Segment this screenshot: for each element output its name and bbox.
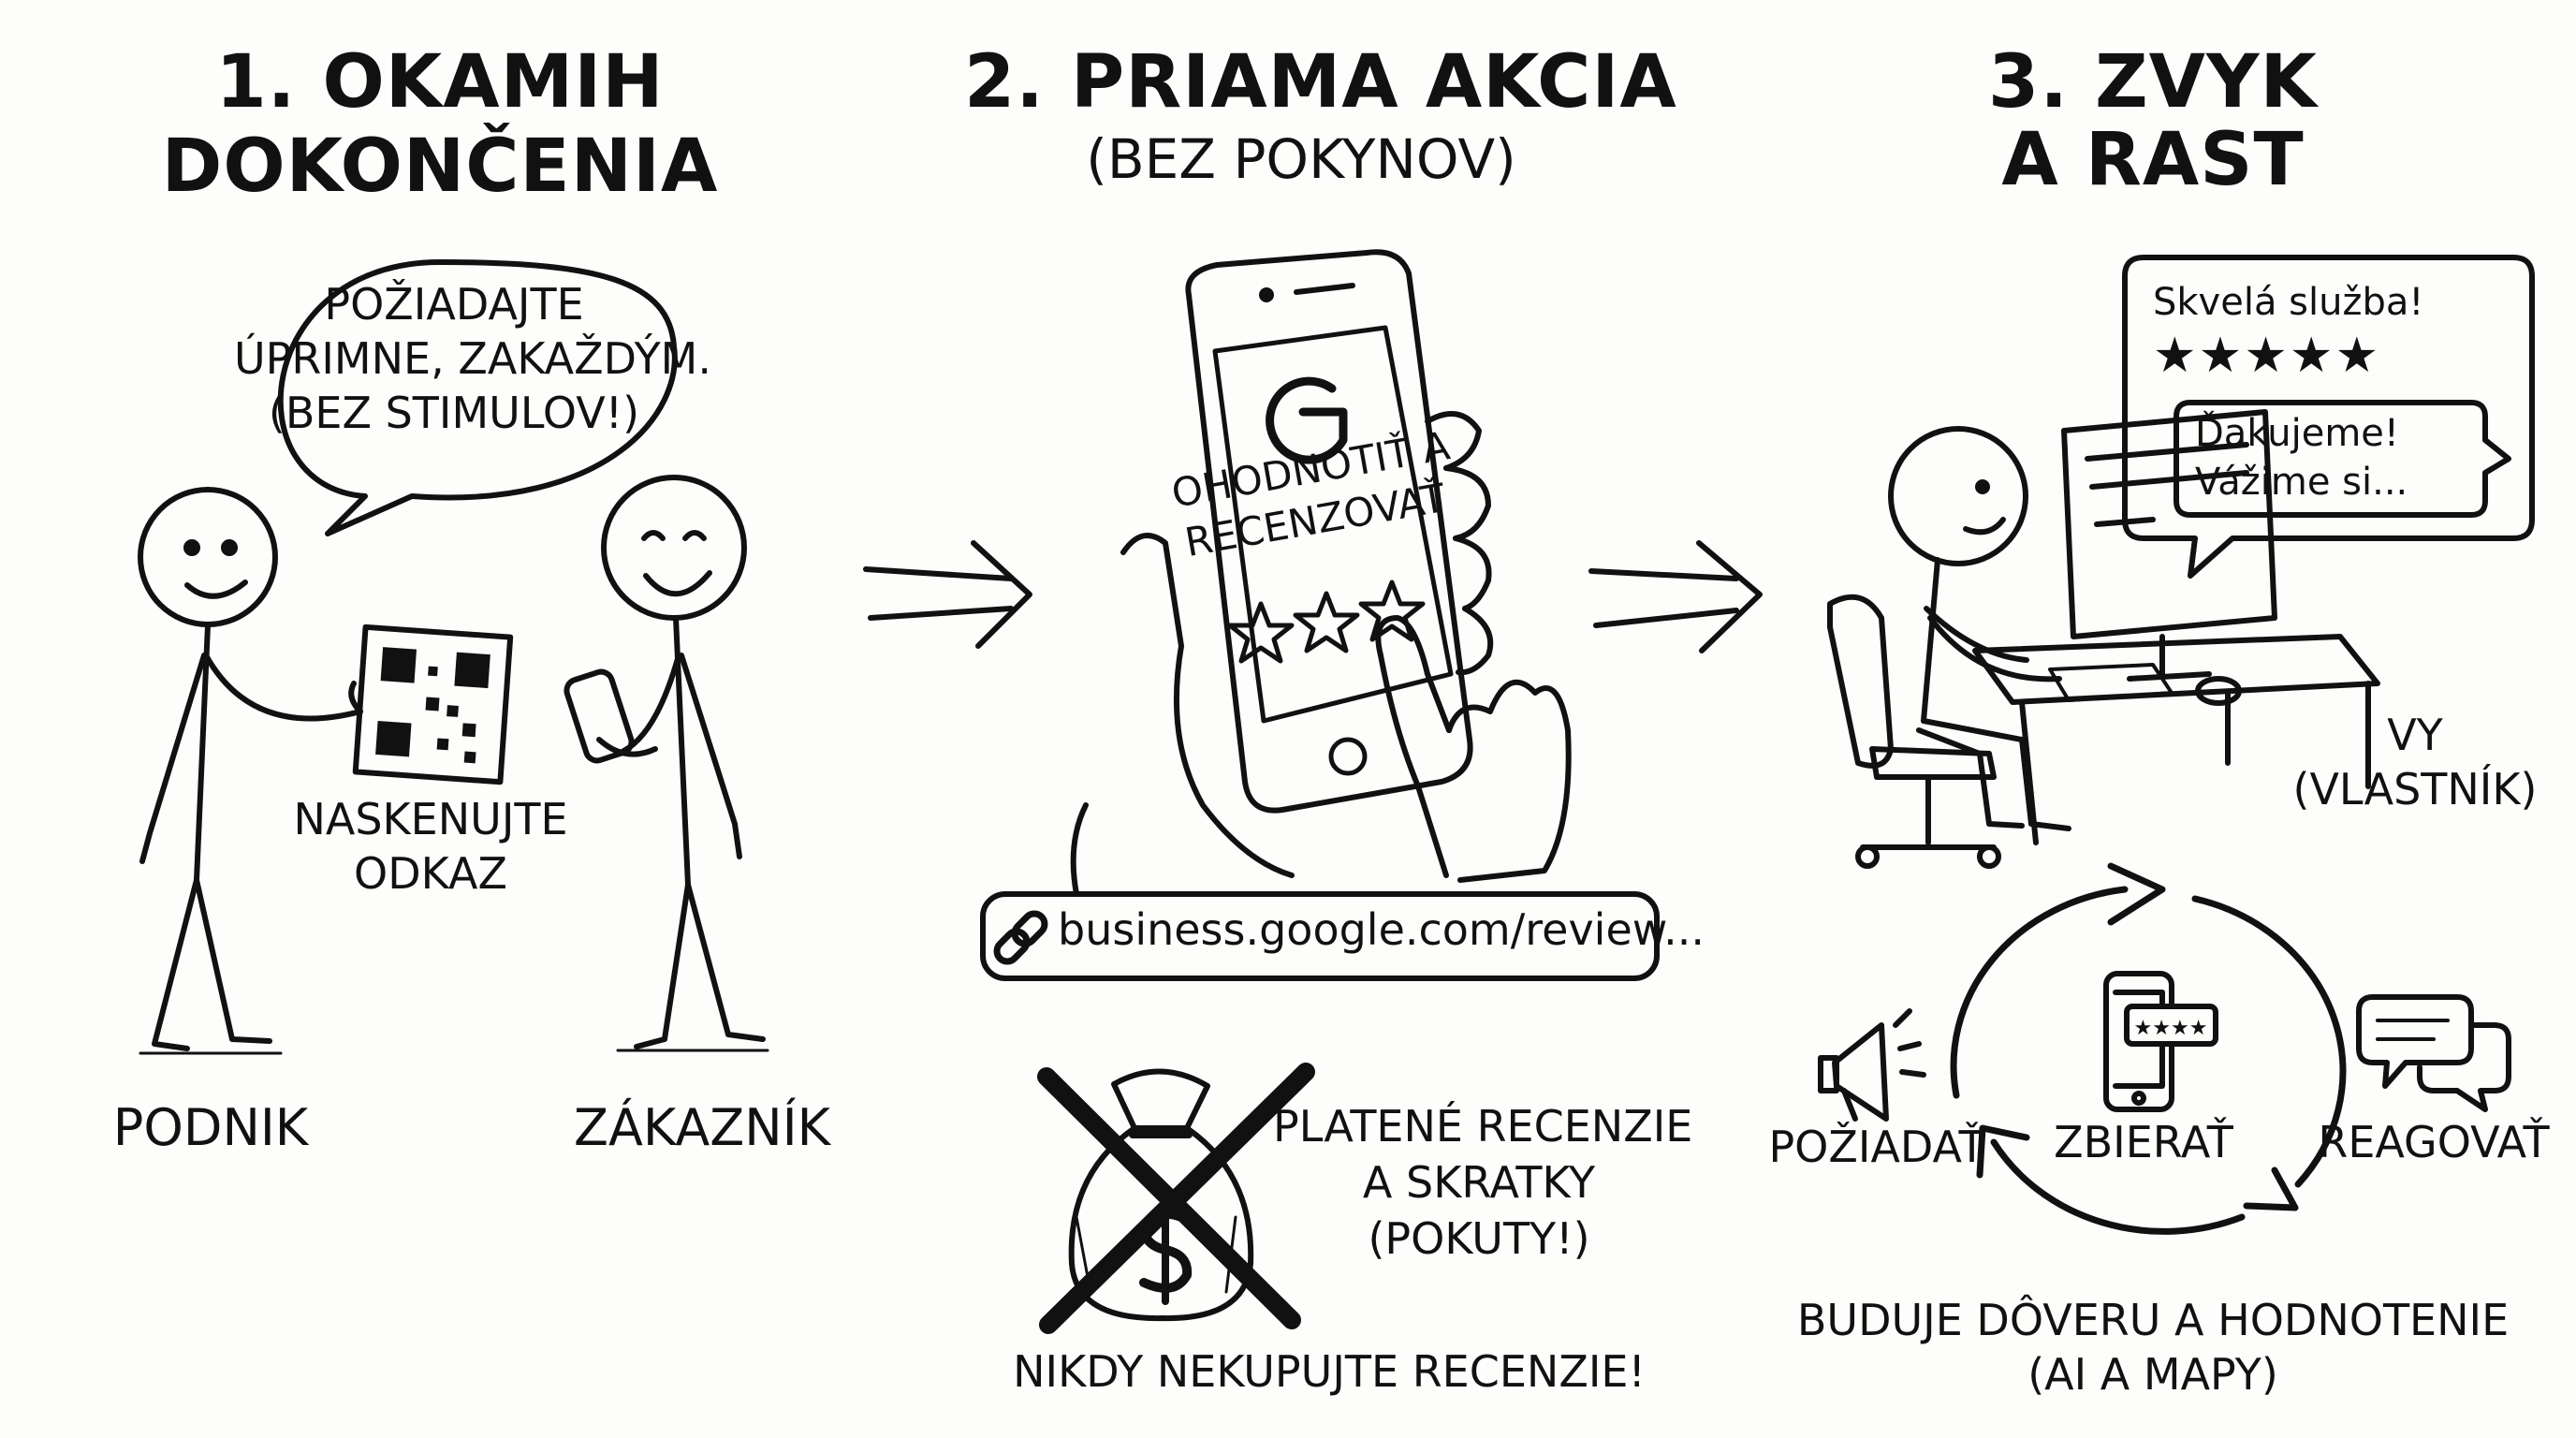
cycle-ask: POŽIADAŤ bbox=[1768, 1122, 1985, 1172]
bubble-line1: POŽIADAJTE bbox=[324, 279, 584, 330]
google-g-icon bbox=[1266, 376, 1348, 464]
step3-title-line1: 3. ZVYK bbox=[1988, 40, 2318, 125]
megaphone-icon bbox=[1818, 1008, 1926, 1122]
cross-icon bbox=[1037, 1063, 1315, 1334]
scan-label-line2: ODKAZ bbox=[354, 848, 507, 899]
step2-subtitle: (BEZ POKYNOV) bbox=[1086, 127, 1516, 191]
reply-bubble bbox=[2174, 400, 2511, 518]
bottom-line1: BUDUJE DÔVERU A HODNOTENIE bbox=[1796, 1295, 2510, 1345]
bubble-line3: (BEZ STIMULOV!) bbox=[268, 388, 640, 438]
scan-label-line1: NASKENUJTE bbox=[293, 794, 568, 844]
never-buy-label: NIKDY NEKUPUJTE RECENZIE! bbox=[1013, 1346, 1646, 1397]
cycle-collect: ZBIERAŤ bbox=[2054, 1117, 2233, 1167]
owner-label-line1: VY bbox=[2387, 710, 2443, 760]
arrow-right bbox=[1588, 540, 1763, 653]
rating-stars bbox=[1227, 580, 1426, 664]
computer-icon bbox=[1972, 409, 2380, 845]
bottom-line2: (AI A MAPY) bbox=[2027, 1349, 2278, 1400]
link-text[interactable]: business.google.com/review... bbox=[1058, 904, 1705, 955]
office-chair bbox=[1827, 594, 2001, 869]
business-stick-figure bbox=[138, 487, 363, 1051]
review-bubble bbox=[2122, 255, 2535, 579]
reply-line2: Vážime si... bbox=[2195, 461, 2408, 504]
step1-title-line1: 1. OKAMIH bbox=[215, 40, 665, 125]
bubble-line2: ÚPRIMNE, ZAKAŽDÝM. bbox=[234, 333, 711, 384]
review-stars: ★★★★★ bbox=[2153, 328, 2381, 384]
step3-title-line2: A RAST bbox=[2001, 118, 2305, 202]
phone-icon: ★★★★ bbox=[2103, 971, 2218, 1112]
cycle-arrows-icon bbox=[1950, 862, 2347, 1235]
step2-title: 2. PRIAMA AKCIA bbox=[964, 40, 1677, 125]
link-icon bbox=[993, 910, 1048, 965]
speech-bubble bbox=[277, 259, 678, 536]
phone-icon bbox=[1185, 249, 1473, 814]
review-text: Skvelá služba! bbox=[2153, 281, 2424, 324]
hand-icon bbox=[1375, 615, 1572, 883]
warning-line3: (POKUTY!) bbox=[1368, 1213, 1590, 1264]
arrow-right bbox=[863, 540, 1032, 649]
warning-line2: A SKRATKY bbox=[1362, 1157, 1596, 1208]
chat-bubbles-icon bbox=[2356, 994, 2511, 1112]
customer-label: ZÁKAZNÍK bbox=[573, 1098, 831, 1157]
step1-title-line2: DOKONČENIA bbox=[161, 125, 719, 209]
business-label: PODNIK bbox=[112, 1098, 309, 1157]
owner-stick-figure bbox=[1888, 426, 2071, 831]
svg-text:★★★★: ★★★★ bbox=[2134, 1017, 2208, 1040]
phone-icon bbox=[564, 668, 658, 764]
warning-line1: PLATENÉ RECENZIE bbox=[1273, 1101, 1693, 1152]
customer-stick-figure bbox=[601, 475, 766, 1049]
owner-label-line2: (VLASTNÍK) bbox=[2292, 764, 2538, 814]
hand-holding-phone bbox=[1120, 411, 1494, 878]
link-bar bbox=[980, 802, 1660, 981]
cycle-respond: REAGOVAŤ bbox=[2318, 1117, 2550, 1167]
qr-code-icon bbox=[348, 624, 514, 785]
reply-line1: Ďakujeme! bbox=[2195, 412, 2399, 455]
